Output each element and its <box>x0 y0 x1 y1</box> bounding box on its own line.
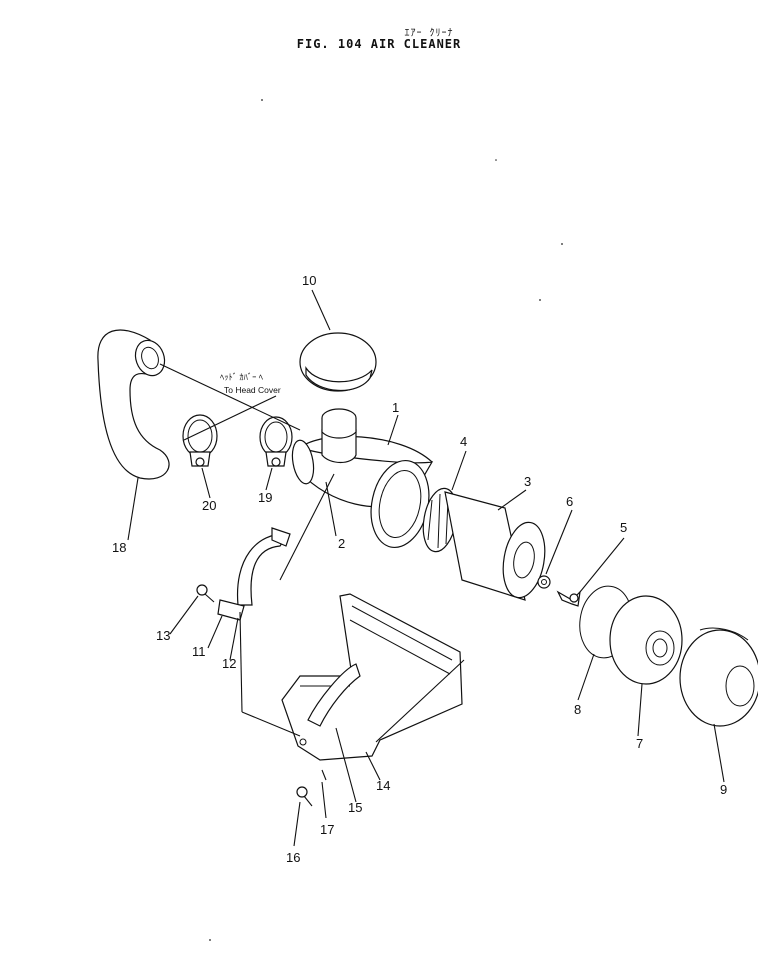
label-part-8: 8 <box>574 702 581 717</box>
part-6-nut <box>537 575 551 589</box>
part-5-wing-bolt <box>556 590 581 607</box>
figure-title: FIG. 104 AIR CLEANER <box>296 37 462 51</box>
label-part-17: 17 <box>320 822 334 837</box>
jp-title: ｴｱｰ ｸﾘｰﾅ <box>404 28 454 39</box>
label-part-19: 19 <box>258 490 272 505</box>
part-14-bracket <box>281 593 463 761</box>
note-jp: ﾍｯﾄﾞ ｶﾊﾞｰ ﾍ <box>220 372 264 382</box>
label-part-12: 12 <box>222 656 236 671</box>
label-part-4: 4 <box>460 434 467 449</box>
leader-lines <box>127 289 725 847</box>
label-part-15: 15 <box>348 800 362 815</box>
label-part-9: 9 <box>720 782 727 797</box>
label-part-14: 14 <box>376 778 390 793</box>
part-7-cover <box>609 595 683 685</box>
part-9-dust-cup <box>679 627 758 727</box>
label-part-6: 6 <box>566 494 573 509</box>
scan-specks <box>209 99 563 941</box>
label-part-13: 13 <box>156 628 170 643</box>
part-19-clamp <box>259 416 293 467</box>
label-part-16: 16 <box>286 850 300 865</box>
label-part-20: 20 <box>202 498 216 513</box>
label-part-18: 18 <box>112 540 126 555</box>
part-13-bolt <box>196 584 215 603</box>
label-part-7: 7 <box>636 736 643 751</box>
part-12-band <box>217 527 291 621</box>
part-20-clamp <box>182 414 218 467</box>
label-part-2: 2 <box>338 536 345 551</box>
part-16-bolt <box>296 786 313 807</box>
label-part-1: 1 <box>392 400 399 415</box>
label-part-11: 11 <box>192 644 206 659</box>
label-part-10: 10 <box>302 273 316 288</box>
note-to-head-cover: To Head Cover <box>224 385 281 395</box>
part-1-body <box>291 408 434 549</box>
part-10-cap <box>299 332 377 392</box>
label-part-5: 5 <box>620 520 627 535</box>
part-15-band <box>307 663 361 727</box>
part-17-washer <box>321 769 327 781</box>
part-3-inner-element <box>444 491 546 601</box>
part-18-hose <box>97 329 170 480</box>
label-part-3: 3 <box>524 474 531 489</box>
